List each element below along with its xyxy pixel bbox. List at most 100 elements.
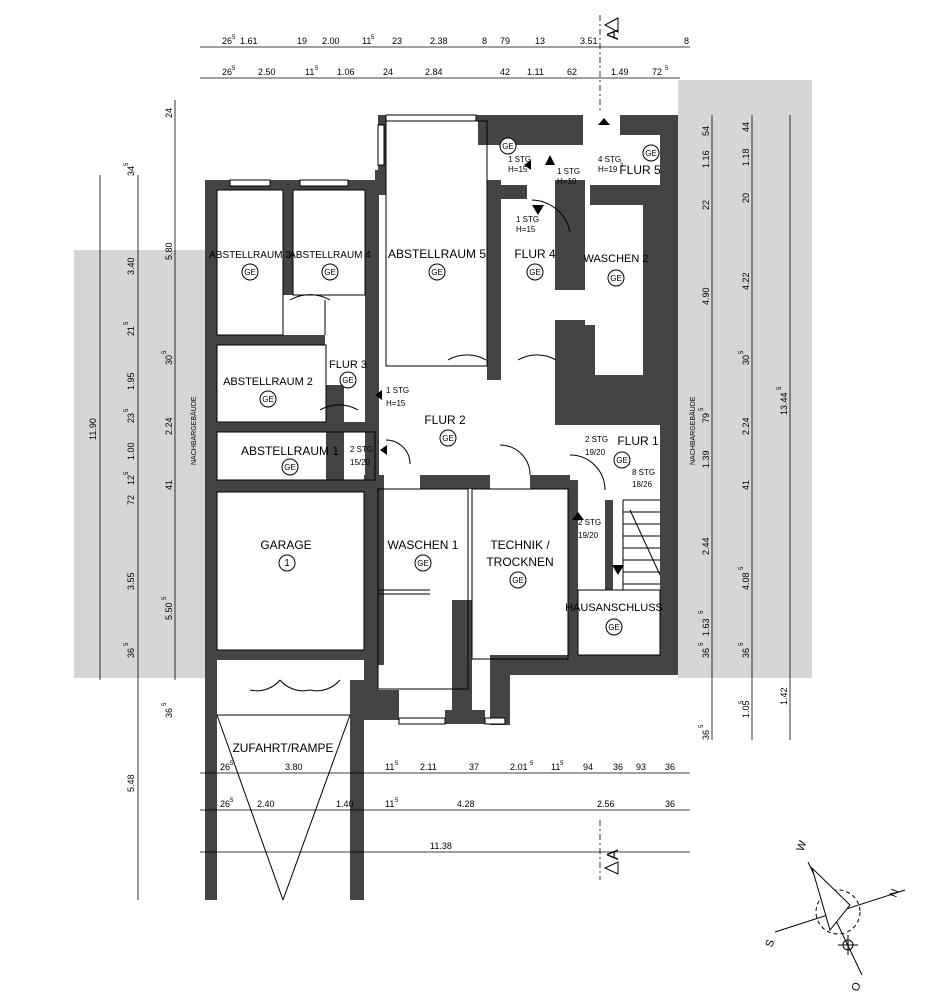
- stair-s7-height: 19/20: [585, 448, 606, 457]
- dim-top2-5: 1.06: [337, 67, 355, 77]
- room-flur4-label: FLUR 4: [514, 247, 556, 261]
- dim-top1-7: 23: [392, 36, 402, 46]
- code-flur5: GE: [645, 149, 657, 158]
- dim-top2-4: 5: [315, 66, 319, 72]
- dim-top2-11: 1.49: [611, 67, 629, 77]
- code-top-stair: GE: [502, 142, 514, 151]
- dim-top2-10: 62: [567, 67, 577, 77]
- dim-left-a-10: 5: [124, 471, 130, 475]
- stair-s5-height: H=15: [386, 399, 406, 408]
- code-flur4: GE: [529, 268, 541, 277]
- room-abstellraum1-label: ABSTELLRAUM 1: [241, 444, 339, 458]
- dim-right2-12: 1.05: [741, 700, 751, 718]
- room-flur3-label: FLUR 3: [329, 359, 367, 371]
- dim-bot1-11: 94: [583, 762, 593, 772]
- dim-right1-12: 36: [701, 730, 711, 740]
- compass-w: W: [795, 839, 810, 853]
- stair-flur1: [622, 499, 661, 590]
- code-abstellraum3: GE: [244, 268, 256, 277]
- dim-right2-4: 30: [741, 355, 751, 365]
- room-technik-label-2: TROCKNEN: [486, 555, 553, 569]
- dim-right1-6: 1.39: [701, 450, 711, 468]
- dim-top1-11: 13: [535, 36, 545, 46]
- dim-left-a-13: 36: [126, 648, 136, 658]
- dim-top2-8: 42: [500, 67, 510, 77]
- dim-bot1-12: 36: [613, 762, 623, 772]
- dim-left-a-4: 5: [124, 321, 130, 325]
- dim-right1-10: 1.63: [701, 618, 711, 636]
- code-flur2: GE: [442, 434, 454, 443]
- dim-top1-13: 8: [684, 36, 689, 46]
- room-flur5-label: FLUR 5: [619, 163, 661, 177]
- dim-left-a-2: 3.40: [126, 257, 136, 275]
- dim-left-b-5: 5.50: [164, 602, 174, 620]
- dim-right2-0: 44: [741, 122, 751, 132]
- stair-s6-count: 2 STG: [350, 445, 373, 454]
- code-hausanschluss: GE: [608, 623, 620, 632]
- code-technik: GE: [512, 576, 524, 585]
- compass-o: O: [850, 980, 864, 993]
- dim-right2-7: 41: [741, 480, 751, 490]
- dim-left-b-6: 5: [162, 596, 168, 600]
- dim-right2-2: 20: [741, 193, 751, 203]
- dim-bot2-4: 11: [385, 799, 394, 809]
- dim-right2-3: 4.22: [741, 272, 751, 290]
- stair-s3-height: H=19: [598, 165, 618, 174]
- code-flur3: GE: [342, 376, 354, 385]
- dim-bot2-2: 2.40: [257, 799, 275, 809]
- stair-s5-count: 1 STG: [386, 386, 409, 395]
- dim-top1-10: 79: [500, 36, 510, 46]
- code-flur1: GE: [616, 456, 628, 465]
- stair-s2-count: 1 STG: [557, 167, 580, 176]
- dim-top2-9: 1.11: [527, 67, 544, 77]
- stair-s3-count: 4 STG: [598, 155, 621, 164]
- section-label-top: A: [605, 29, 622, 40]
- dim-bot1-8: 5: [530, 761, 534, 767]
- dim-bot2-6: 4.28: [457, 799, 475, 809]
- room-garage-label: GARAGE: [260, 538, 311, 552]
- room-waschen1-label: WASCHEN 1: [388, 538, 459, 552]
- dimension-lines: [99, 15, 791, 900]
- room-code-circles: [241, 137, 660, 636]
- compass-n: N: [888, 887, 902, 899]
- windows: [229, 114, 506, 725]
- code-waschen1: GE: [417, 559, 429, 568]
- code-abstellraum4: GE: [324, 268, 336, 277]
- dim-bot1-0: 26: [220, 762, 230, 772]
- dim-bot1-7: 2.01: [510, 762, 528, 772]
- stair-s8-height: 18/26: [632, 480, 653, 489]
- zufahrt-label: ZUFAHRT/RAMPE: [232, 741, 333, 755]
- dim-left-a-12: 3.55: [126, 572, 136, 590]
- dim-bot1-2: 3.80: [285, 762, 303, 772]
- dim-bot1-4: 5: [395, 761, 399, 767]
- dim-top2-2: 2.50: [258, 67, 276, 77]
- dim-right2-9: 5: [739, 566, 745, 570]
- code-abstellraum1: GE: [284, 463, 296, 472]
- dim-top2-13: 5: [665, 66, 669, 72]
- dim-left-a-11: 72: [126, 495, 136, 505]
- compass-rose: [774, 861, 906, 976]
- dim-right2-8: 4.08: [741, 572, 751, 590]
- room-abstellraum2-label: ABSTELLRAUM 2: [223, 376, 313, 388]
- dim-right2-11: 5: [739, 642, 745, 646]
- dim-left-a-3: 21: [126, 326, 136, 336]
- dim-left-b-3: 2.24: [164, 417, 174, 435]
- dim-bot2-1: 5: [230, 798, 234, 804]
- dim-left-a-6: 23: [126, 413, 136, 423]
- dim-bot3-total: 11.38: [430, 841, 452, 851]
- dim-top1-3: 19: [297, 36, 307, 46]
- dim-right1-11: 5: [699, 610, 705, 614]
- dim-bot1-14: 36: [665, 762, 675, 772]
- dim-left-b-4: 41: [164, 480, 174, 490]
- dim-top1-5: 11: [362, 36, 371, 46]
- room-flur2-label: FLUR 2: [424, 413, 466, 427]
- dim-right1-1: 1.16: [701, 150, 711, 168]
- dim-left-a-9: 12: [126, 475, 136, 485]
- dim-top2-1: 5: [232, 66, 236, 72]
- dim-right2-1: 1.18: [741, 148, 751, 166]
- room-waschen2-label: WASCHEN 2: [584, 253, 649, 265]
- neighbor-left-label: NACHBARGEBÄUDE: [190, 396, 198, 465]
- stair-s1-count: 1 STG: [508, 155, 531, 164]
- dim-bot1-1: 5: [230, 761, 234, 767]
